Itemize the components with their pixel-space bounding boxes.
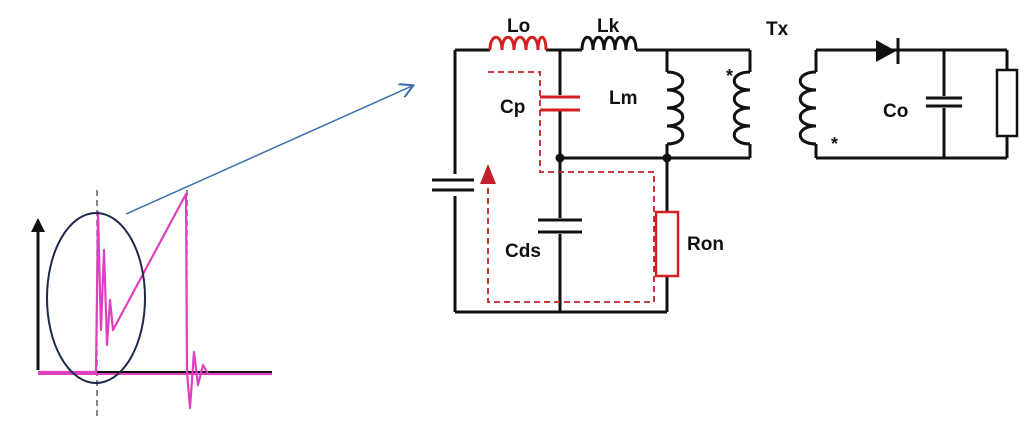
waveform-plot bbox=[31, 190, 272, 420]
label-lk: Lk bbox=[597, 16, 620, 37]
lm-coil bbox=[666, 70, 685, 146]
label-tx: Tx bbox=[766, 19, 789, 40]
secondary-winding bbox=[798, 70, 817, 146]
y-axis-arrowhead bbox=[31, 218, 45, 232]
primary-dot-mark: * bbox=[726, 66, 733, 86]
label-lo: Lo bbox=[507, 16, 530, 37]
vds-waveform bbox=[38, 192, 272, 410]
label-cds: Cds bbox=[505, 241, 541, 262]
label-ron: Ron bbox=[687, 234, 724, 255]
primary-winding bbox=[732, 70, 751, 146]
lo-coil bbox=[488, 35, 548, 51]
lk-coil bbox=[580, 35, 638, 51]
junction-dot-right bbox=[662, 153, 672, 163]
flyback-circuit bbox=[432, 48, 1019, 314]
diode-triangle bbox=[876, 40, 896, 62]
ron-resistor bbox=[654, 210, 680, 278]
label-cp: Cp bbox=[500, 97, 525, 118]
label-lm: Lm bbox=[609, 88, 638, 109]
ringing-current-path bbox=[487, 71, 655, 303]
label-co: Co bbox=[883, 101, 908, 122]
output-diode bbox=[876, 38, 900, 64]
ringing-highlight-ellipse bbox=[46, 212, 146, 384]
current-direction-arrow bbox=[480, 164, 496, 184]
junction-dot-mid bbox=[555, 153, 565, 163]
parasitic-components bbox=[488, 35, 680, 278]
load-resistor bbox=[995, 68, 1019, 138]
zoom-pointer-arrow bbox=[125, 86, 412, 215]
secondary-dot-mark: * bbox=[831, 134, 838, 154]
